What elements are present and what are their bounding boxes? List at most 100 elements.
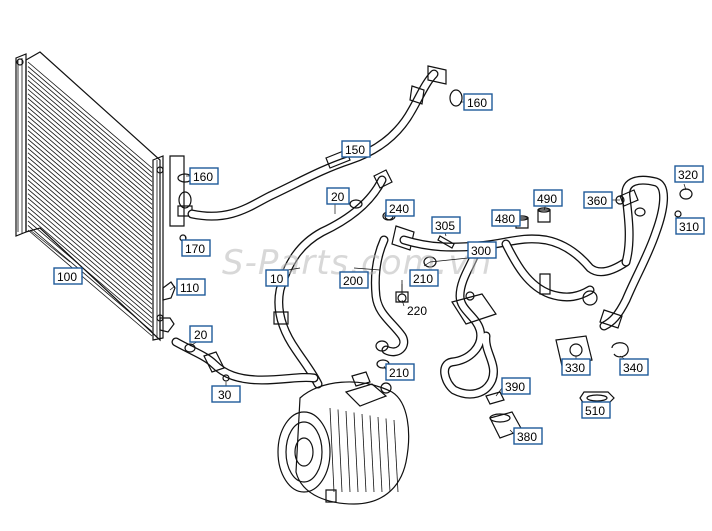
callout-label: 320 — [678, 168, 698, 182]
callout-label: 305 — [435, 219, 455, 233]
line-10 — [273, 169, 393, 389]
callout-label: 510 — [585, 404, 605, 418]
condenser-fin — [27, 93, 153, 201]
callout-510[interactable]: 510 — [581, 401, 611, 419]
condenser-fin — [27, 129, 153, 237]
condenser-fin — [27, 161, 153, 269]
callout-label: 160 — [467, 96, 487, 110]
condenser-fin — [27, 88, 153, 196]
callout-305[interactable]: 305 — [431, 216, 461, 234]
callout-300[interactable]: 300 — [467, 241, 497, 259]
callout-210-upper[interactable]: 210 — [409, 269, 439, 287]
callout-100[interactable]: 100 — [53, 267, 83, 285]
callout-380[interactable]: 380 — [513, 427, 543, 445]
condenser-fin — [27, 107, 153, 214]
callout-label: 210 — [389, 366, 409, 380]
callout-310[interactable]: 310 — [675, 217, 705, 235]
condenser-fin — [27, 170, 153, 278]
compressor-rib — [337, 409, 343, 493]
callout-label: 20 — [331, 190, 345, 204]
condenser-fin — [27, 211, 153, 319]
condenser-fin — [27, 188, 153, 296]
callout-label: 20 — [194, 328, 208, 342]
callout-170[interactable]: 170 — [181, 239, 211, 257]
callout-490[interactable]: 490 — [533, 189, 563, 207]
condenser-fin — [27, 179, 153, 287]
condenser-fin — [27, 229, 153, 337]
condenser-fin — [27, 206, 153, 314]
condenser — [15, 51, 176, 342]
callout-label: 10 — [270, 272, 284, 286]
condenser-fin — [27, 216, 153, 323]
compressor-rib — [377, 416, 383, 493]
condenser-fin — [27, 84, 153, 192]
callout-150[interactable]: 150 — [341, 140, 371, 158]
callout-label: 200 — [343, 274, 363, 288]
callout-240[interactable]: 240 — [385, 199, 415, 217]
line-30 — [171, 337, 319, 385]
callout-label: 480 — [495, 212, 515, 226]
condenser-fin — [27, 134, 153, 241]
compressor-rib — [385, 418, 391, 493]
condenser-fin — [27, 116, 153, 223]
callout-30[interactable]: 30 — [211, 385, 241, 403]
condenser-fin — [27, 184, 153, 291]
callout-label: 390 — [505, 380, 525, 394]
condenser-fin — [27, 193, 153, 300]
condenser-fin — [27, 220, 153, 328]
condenser-fin — [27, 147, 153, 255]
compressor-rib — [369, 415, 375, 493]
compressor-rib — [345, 410, 351, 493]
compressor-rib — [329, 407, 335, 493]
callout-200[interactable]: 200 — [339, 271, 369, 289]
condenser-fin — [27, 175, 153, 282]
compressor — [277, 371, 410, 505]
callout-390[interactable]: 390 — [501, 377, 531, 395]
callout-label: 380 — [517, 430, 537, 444]
condenser-fin — [27, 225, 153, 332]
callout-340[interactable]: 340 — [619, 358, 649, 376]
callout-label: 490 — [537, 192, 557, 206]
condenser-fin — [27, 75, 153, 182]
line-200 — [370, 211, 437, 369]
callout-360[interactable]: 360 — [583, 191, 613, 209]
condenser-fin — [27, 79, 153, 187]
callout-label: 100 — [57, 270, 77, 284]
callout-label: 150 — [345, 143, 365, 157]
callout-label: 30 — [218, 388, 232, 402]
condenser-fin — [27, 152, 153, 260]
callout-160-condenser[interactable]: 160 — [189, 167, 219, 185]
callout-20-upper[interactable]: 20 — [326, 187, 350, 205]
callout-label: 110 — [180, 281, 199, 295]
label-220: 220 — [407, 304, 427, 318]
condenser-fin — [27, 138, 153, 246]
line-320 — [599, 175, 693, 331]
compressor-rib — [361, 413, 367, 493]
callout-label: 300 — [471, 244, 491, 258]
callout-20-lower[interactable]: 20 — [189, 325, 213, 343]
callout-label: 340 — [623, 361, 643, 375]
condenser-fin — [27, 70, 153, 178]
condenser-fin — [27, 120, 153, 228]
callout-label: 160 — [193, 170, 213, 184]
condenser-fin — [27, 125, 153, 232]
callout-210-lower[interactable]: 210 — [385, 363, 415, 381]
condenser-fin — [27, 166, 153, 273]
callout-label: 210 — [413, 272, 433, 286]
callout-110[interactable]: 110 — [176, 278, 206, 296]
condenser-fin — [27, 197, 153, 305]
callout-10[interactable]: 10 — [265, 269, 289, 287]
callout-330[interactable]: 330 — [561, 358, 591, 376]
callout-160-upper[interactable]: 160 — [463, 93, 493, 111]
condenser-fin — [27, 143, 153, 251]
condenser-fin — [27, 66, 153, 173]
condenser-fin — [27, 157, 153, 264]
callout-label: 170 — [185, 242, 205, 256]
compressor-rib — [393, 419, 399, 493]
callout-320[interactable]: 320 — [674, 165, 704, 183]
callout-480[interactable]: 480 — [491, 209, 521, 227]
condenser-fin — [27, 111, 153, 219]
condenser-fin — [27, 202, 153, 310]
condenser-fin — [27, 61, 153, 169]
